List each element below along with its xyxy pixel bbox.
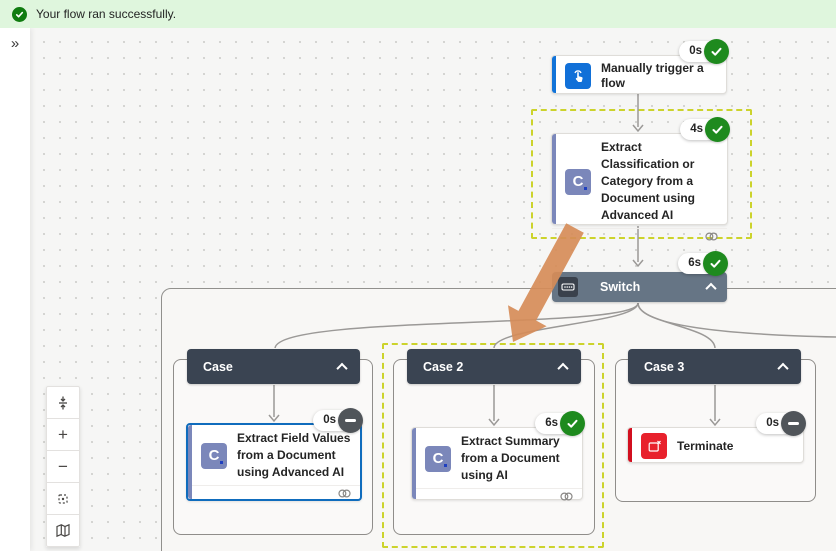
classification-accent-bar (552, 134, 556, 224)
zoom-out-button[interactable]: − (46, 450, 80, 483)
action-node-extract-summary[interactable]: C Extract Summary from a Document using … (411, 411, 585, 501)
summary-run-badge: 6s (535, 411, 585, 436)
switch-title: Switch (600, 280, 641, 294)
minimap-button[interactable] (46, 514, 80, 547)
skipped-minus-icon (781, 411, 806, 436)
action-node-extract-classification[interactable]: C Extract Classification or Category fro… (551, 117, 730, 241)
case1-header[interactable]: Case (187, 349, 360, 384)
trigger-accent-bar (552, 56, 556, 93)
success-check-icon (704, 39, 729, 64)
case3-label: Case 3 (644, 359, 685, 374)
classification-title: Extract Classification or Category from … (601, 140, 696, 222)
left-panel-collapsed: » (0, 28, 30, 551)
manual-trigger-icon (565, 63, 591, 89)
chevron-up-icon[interactable] (336, 362, 348, 374)
terminate-title: Terminate (677, 438, 734, 453)
connection-link-icon (704, 230, 719, 248)
success-banner: Your flow ran successfully. (0, 0, 836, 28)
case3-header[interactable]: Case 3 (628, 349, 801, 384)
success-check-icon (560, 411, 585, 436)
skipped-minus-icon (338, 408, 363, 433)
pan-tool-button[interactable] (46, 482, 80, 515)
ai-connector-icon: C (565, 168, 591, 195)
case1-label: Case (203, 359, 233, 374)
chevron-up-icon[interactable] (557, 362, 569, 374)
classification-footer (552, 228, 727, 248)
terminate-run-badge: 0s (756, 411, 806, 436)
fields-run-badge: 0s (313, 408, 363, 433)
success-check-icon (703, 251, 728, 276)
summary-accent-bar (412, 428, 416, 499)
case2-header[interactable]: Case 2 (407, 349, 581, 384)
trigger-run-badge: 0s (679, 39, 729, 64)
zoom-in-button[interactable]: + (46, 418, 80, 451)
success-check-icon (12, 6, 27, 22)
canvas-toolbar: + − (46, 386, 80, 547)
switch-icon (558, 277, 578, 297)
switch-node-header[interactable]: Switch 6s (552, 251, 728, 302)
ai-connector-icon: C (201, 442, 227, 469)
switch-run-badge: 6s (678, 251, 728, 276)
case2-label: Case 2 (423, 359, 464, 374)
terminate-icon (641, 433, 667, 459)
summary-title: Extract Summary from a Document using AI (461, 434, 560, 482)
terminate-accent-bar (628, 428, 632, 462)
expand-panel-button[interactable]: » (10, 34, 20, 52)
classification-run-badge: 4s (680, 117, 730, 142)
chevron-up-icon[interactable] (705, 282, 717, 295)
trigger-node-manually-trigger-flow[interactable]: Manually trigger a flow 0s (551, 39, 729, 94)
fields-footer (188, 485, 360, 505)
summary-footer (412, 488, 582, 508)
ai-connector-icon: C (425, 445, 451, 472)
run-path-highlight-classification (531, 109, 752, 239)
connection-link-icon (337, 487, 352, 505)
action-node-terminate[interactable]: Terminate 0s (627, 411, 806, 463)
chevron-up-icon[interactable] (777, 362, 789, 374)
fields-title: Extract Field Values from a Document usi… (237, 431, 351, 479)
trigger-title: Manually trigger a flow (601, 61, 704, 90)
action-node-extract-field-values[interactable]: C Extract Field Values from a Document u… (186, 408, 363, 501)
fields-accent-bar (188, 425, 192, 499)
connection-link-icon (559, 490, 574, 508)
fit-to-screen-button[interactable] (46, 386, 80, 419)
banner-message: Your flow ran successfully. (36, 7, 177, 21)
success-check-icon (705, 117, 730, 142)
